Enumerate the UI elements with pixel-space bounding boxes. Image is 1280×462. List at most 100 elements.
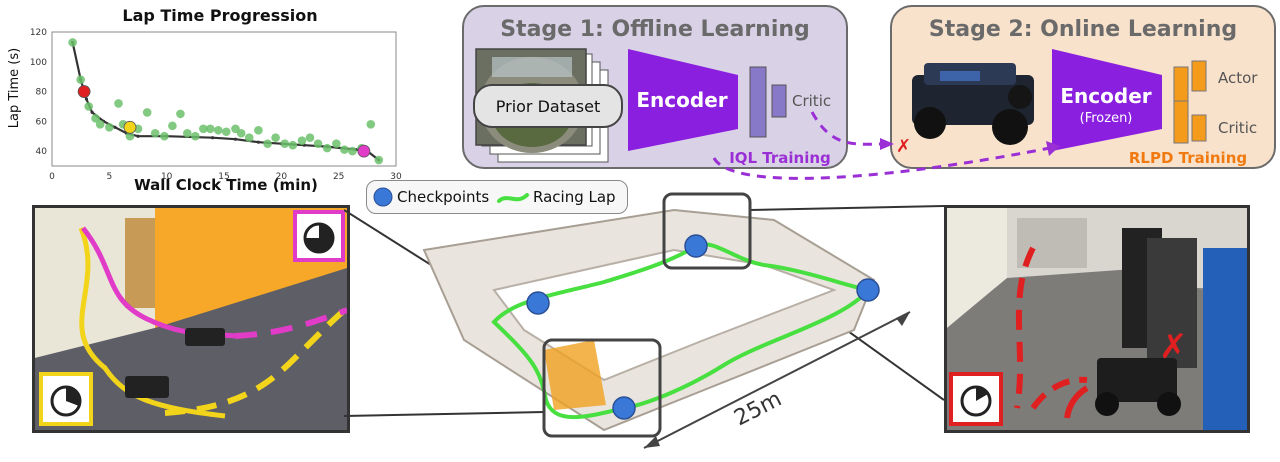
trend-vertex xyxy=(256,140,260,144)
lap-time-point xyxy=(183,128,192,138)
lap-time-point xyxy=(313,139,323,148)
lap-time-point xyxy=(236,128,246,138)
highlight-point xyxy=(123,120,137,134)
lap-time-point xyxy=(374,155,384,165)
lap-time-point xyxy=(305,133,315,143)
highlight-point xyxy=(357,144,371,158)
lap-time-point xyxy=(176,109,185,119)
lap-time-point xyxy=(95,120,105,129)
checkpoint-marker xyxy=(856,278,880,302)
x-tick-label: 30 xyxy=(390,172,402,182)
stage2-title: Stage 2: Online Learning xyxy=(928,17,1238,42)
prior-dataset-label: Prior Dataset xyxy=(496,97,601,116)
lap-time-point xyxy=(340,145,349,154)
x-tick-label: 15 xyxy=(218,172,229,182)
lap-time-point xyxy=(168,121,177,131)
y-axis-label: Lap Time (s) xyxy=(7,48,22,128)
legend-racing-lap-label: Racing Lap xyxy=(533,188,616,206)
stage2-encoder-sublabel: (Frozen) xyxy=(1080,111,1133,126)
scale-label: 25m xyxy=(730,387,785,432)
lap-time-point xyxy=(244,133,254,143)
stage2-encoder-block xyxy=(1052,49,1162,151)
trend-vertex xyxy=(84,97,88,101)
lap-time-point xyxy=(105,122,114,132)
lap-time-point xyxy=(199,124,208,134)
lap-time-point xyxy=(114,99,123,108)
highlight-point xyxy=(77,85,91,98)
x-axis-label: Wall Clock Time (min) xyxy=(134,176,318,194)
trend-vertex xyxy=(233,137,238,141)
chart-marks xyxy=(68,38,384,165)
lap-time-point xyxy=(205,124,215,134)
rc-car-image xyxy=(912,63,1034,145)
right-hallway-photo: ✗ xyxy=(944,205,1250,433)
lap-time-point xyxy=(280,139,290,148)
trend-vertex xyxy=(136,134,140,138)
x-tick-label: 20 xyxy=(276,172,288,182)
y-tick-label: 60 xyxy=(36,117,48,127)
lap-time-point xyxy=(254,125,263,135)
stage1-diagram: Prior Dataset Encoder Critic IQL Trainin… xyxy=(473,48,831,167)
trend-vertex xyxy=(90,110,94,114)
y-tick-label: 80 xyxy=(36,88,48,98)
checkpoint-marker xyxy=(612,396,636,420)
lap-time-point xyxy=(297,136,307,145)
stage1-critic-bar-large xyxy=(749,66,767,138)
lap-time-point xyxy=(125,131,135,141)
trend-vertex xyxy=(113,125,117,129)
x-tick-label: 5 xyxy=(106,172,112,182)
x-tick-label: 10 xyxy=(161,172,173,182)
lap-time-point xyxy=(322,143,332,153)
stage2-actor-label: Actor xyxy=(1218,69,1258,87)
lap-time-point xyxy=(191,131,200,141)
lap-time-point xyxy=(84,102,93,111)
stage2-critic-label: Critic xyxy=(1218,119,1257,137)
lap-time-chart: 0 5 10 15 20 25 30 40 60 80 100 120 Wall Clock Time… xyxy=(7,28,402,194)
chart-title: Lap Time Progression xyxy=(122,6,318,25)
zoom-box-top xyxy=(662,192,752,270)
racing-lap-swatch xyxy=(497,193,529,203)
legend-checkpoints-label: Checkpoints xyxy=(397,188,489,206)
lap-time-point xyxy=(366,120,376,129)
checkpoint-marker xyxy=(684,234,708,258)
lap-time-point xyxy=(150,128,160,138)
stage1-title: Stage 1: Offline Learning xyxy=(500,17,810,42)
left-hallway-photo xyxy=(32,205,350,433)
stage2-encoder-label: Encoder xyxy=(1060,84,1151,108)
zoom-box-bottom xyxy=(542,338,662,438)
lap-time-point xyxy=(91,114,100,123)
stage1-encoder-block xyxy=(628,49,738,151)
crash-x-icon: ✗ xyxy=(1159,327,1188,367)
y-tick-label: 40 xyxy=(36,147,48,157)
lap-time-point xyxy=(332,139,341,148)
checkpoint-marker xyxy=(526,291,550,315)
critic-bar-small xyxy=(1191,114,1207,142)
iql-training-label: IQL Training xyxy=(729,149,831,167)
lap-time-point xyxy=(142,108,152,117)
lap-time-point xyxy=(68,38,77,47)
critic-bar-large xyxy=(1173,100,1189,144)
lap-time-point xyxy=(271,133,280,143)
trend-line xyxy=(71,42,380,161)
stage1-encoder-label: Encoder xyxy=(636,88,727,112)
lap-time-point xyxy=(160,131,169,141)
scale-arrow xyxy=(643,311,911,449)
lap-time-point xyxy=(221,127,231,137)
lap-time-point xyxy=(288,140,298,150)
checkpoint-icon xyxy=(373,187,393,207)
stage1-critic-bar-small xyxy=(771,84,787,118)
floor-map: 25m xyxy=(344,192,944,449)
x-tick-label: 0 xyxy=(49,172,55,182)
map-legend: Checkpoints Racing Lap xyxy=(366,180,628,214)
lap-time-point xyxy=(76,75,85,84)
rlpd-training-label: RLPD Training xyxy=(1129,149,1247,167)
lap-time-point xyxy=(348,146,357,156)
lap-time-point xyxy=(213,125,223,135)
y-tick-label: 100 xyxy=(30,58,47,68)
lap-time-point xyxy=(263,139,272,148)
x-tick-label: 25 xyxy=(333,172,344,182)
stage1-critic-label: Critic xyxy=(792,92,831,110)
y-tick-label: 120 xyxy=(30,28,47,38)
stage2-diagram: Encoder (Frozen) Actor Critic RLPD Train… xyxy=(912,49,1258,167)
trend-vertex xyxy=(210,136,215,140)
